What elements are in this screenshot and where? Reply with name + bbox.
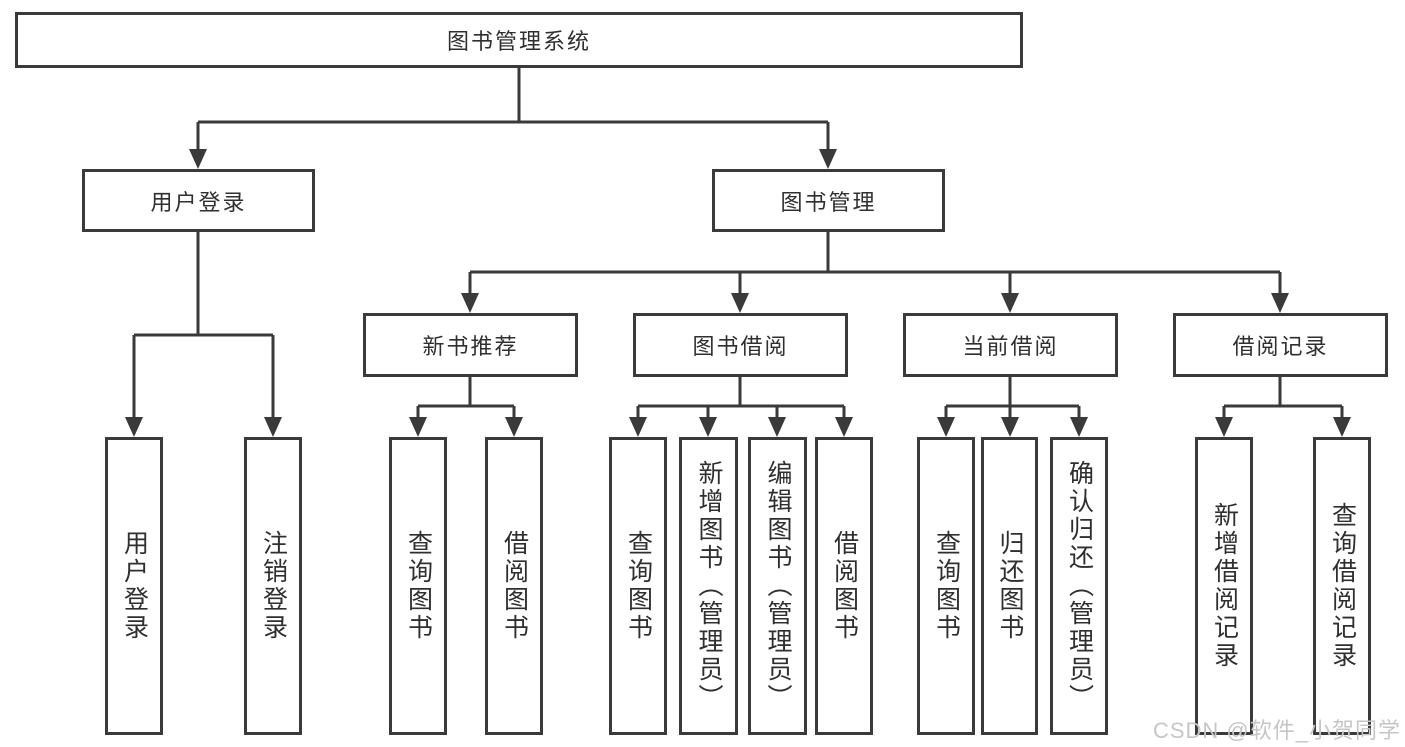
node-leaf-br-query: 查询借阅记录: [1313, 437, 1371, 735]
node-leaf-br-add: 新增借阅记录: [1195, 437, 1253, 735]
connector-arrowheads: [125, 149, 1351, 437]
node-current-borrow: 当前借阅: [903, 313, 1118, 377]
node-leaf-cb-confirm: 确认归还（管理员）: [1050, 437, 1108, 735]
node-label: 用户登录: [150, 189, 247, 215]
node-label: 借阅记录: [1232, 334, 1329, 359]
node-label: 图书管理: [780, 189, 877, 215]
node-leaf-bb-query: 查询图书: [609, 437, 667, 735]
node-label: 查询图书: [932, 530, 961, 642]
node-label: 当前借阅: [962, 334, 1059, 359]
node-label: 图书管理系统: [446, 29, 591, 54]
node-label: 新增图书（管理员）: [695, 460, 723, 712]
node-leaf-user-login: 用户登录: [105, 437, 163, 735]
node-label: 新书推荐: [422, 334, 519, 359]
node-leaf-cb-query: 查询图书: [917, 437, 975, 735]
node-book-borrow: 图书借阅: [633, 313, 848, 377]
node-label: 新增借阅记录: [1210, 502, 1239, 670]
node-label: 借阅图书: [830, 530, 859, 642]
node-new-book-rec: 新书推荐: [363, 313, 578, 377]
node-label: 归还图书: [996, 530, 1024, 642]
node-label: 编辑图书（管理员）: [764, 460, 792, 712]
node-label: 查询借阅记录: [1328, 502, 1357, 670]
node-label: 注销登录: [259, 530, 288, 642]
node-leaf-logout: 注销登录: [244, 437, 302, 735]
node-label: 查询图书: [624, 530, 653, 642]
node-leaf-cb-return: 归还图书: [981, 437, 1038, 735]
node-root: 图书管理系统: [15, 12, 1023, 68]
node-borrow-records: 借阅记录: [1173, 313, 1388, 377]
node-leaf-nbr-borrow: 借阅图书: [485, 437, 543, 735]
node-label: 确认归还（管理员）: [1065, 460, 1094, 712]
node-user-login: 用户登录: [82, 169, 315, 232]
node-label: 借阅图书: [500, 530, 529, 642]
node-label: 用户登录: [120, 530, 149, 642]
node-label: 查询图书: [404, 530, 433, 642]
node-book-mgmt: 图书管理: [712, 169, 945, 232]
node-leaf-bb-borrow: 借阅图书: [815, 437, 873, 735]
node-label: 图书借阅: [692, 334, 789, 359]
node-leaf-nbr-query: 查询图书: [389, 437, 447, 735]
node-leaf-bb-edit: 编辑图书（管理员）: [748, 437, 807, 735]
node-leaf-bb-add: 新增图书（管理员）: [679, 437, 738, 735]
connector-segments: [132, 68, 1344, 420]
